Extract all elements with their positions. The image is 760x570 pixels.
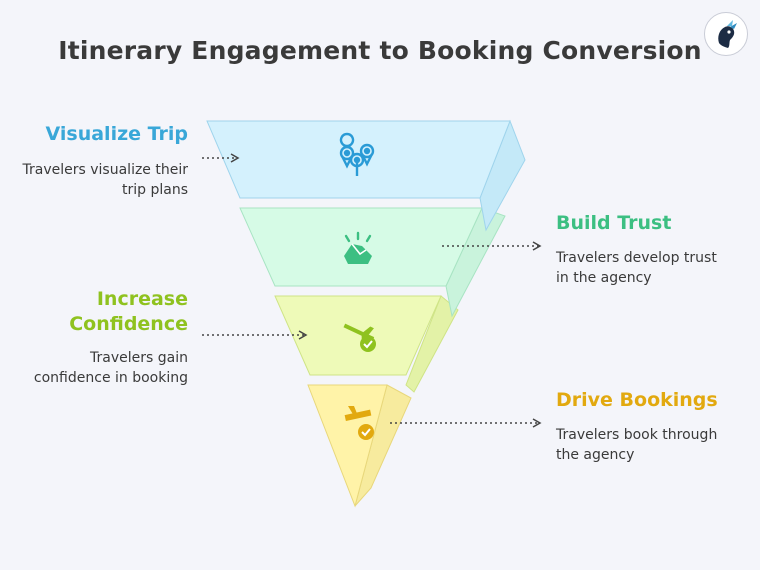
stage-description-visualize-trip: Travelers visualize their trip plans — [23, 160, 188, 200]
brand-logo — [704, 12, 748, 56]
description-line: confidence in booking — [33, 370, 188, 386]
label-line: Increase — [96, 288, 188, 310]
stage-label-build-trust: Build Trust — [556, 212, 672, 234]
funnel-stage-increase-confidence — [274, 295, 459, 393]
label-line: Confidence — [69, 313, 188, 335]
stage-description-drive-bookings: Travelers book through the agency — [556, 425, 717, 465]
description-line: the agency — [556, 447, 635, 463]
stage-description-build-trust: Travelers develop trust in the agency — [556, 248, 717, 288]
description-line: Travelers visualize their — [22, 162, 188, 178]
stage-label-drive-bookings: Drive Bookings — [556, 389, 718, 411]
plane-ticket-check-icon — [344, 406, 374, 440]
description-line: trip plans — [122, 182, 188, 198]
map-pins-icon — [339, 132, 375, 176]
stage-label-visualize-trip: Visualize Trip — [45, 123, 188, 145]
plane-check-icon — [343, 323, 376, 352]
description-line: Travelers develop trust — [556, 250, 717, 266]
description-line: in the agency — [556, 270, 652, 286]
handshake-icon — [344, 231, 372, 264]
connector-arrows — [202, 153, 542, 428]
funnel-stage-drive-bookings — [307, 384, 412, 508]
description-line: Travelers gain — [90, 350, 188, 366]
stage-label-increase-confidence: Increase Confidence — [69, 287, 188, 337]
bird-head-icon — [718, 20, 737, 48]
stage-description-increase-confidence: Travelers gain confidence in booking — [34, 348, 188, 388]
page-title: Itinerary Engagement to Booking Conversi… — [58, 36, 702, 65]
description-line: Travelers book through — [556, 427, 718, 443]
